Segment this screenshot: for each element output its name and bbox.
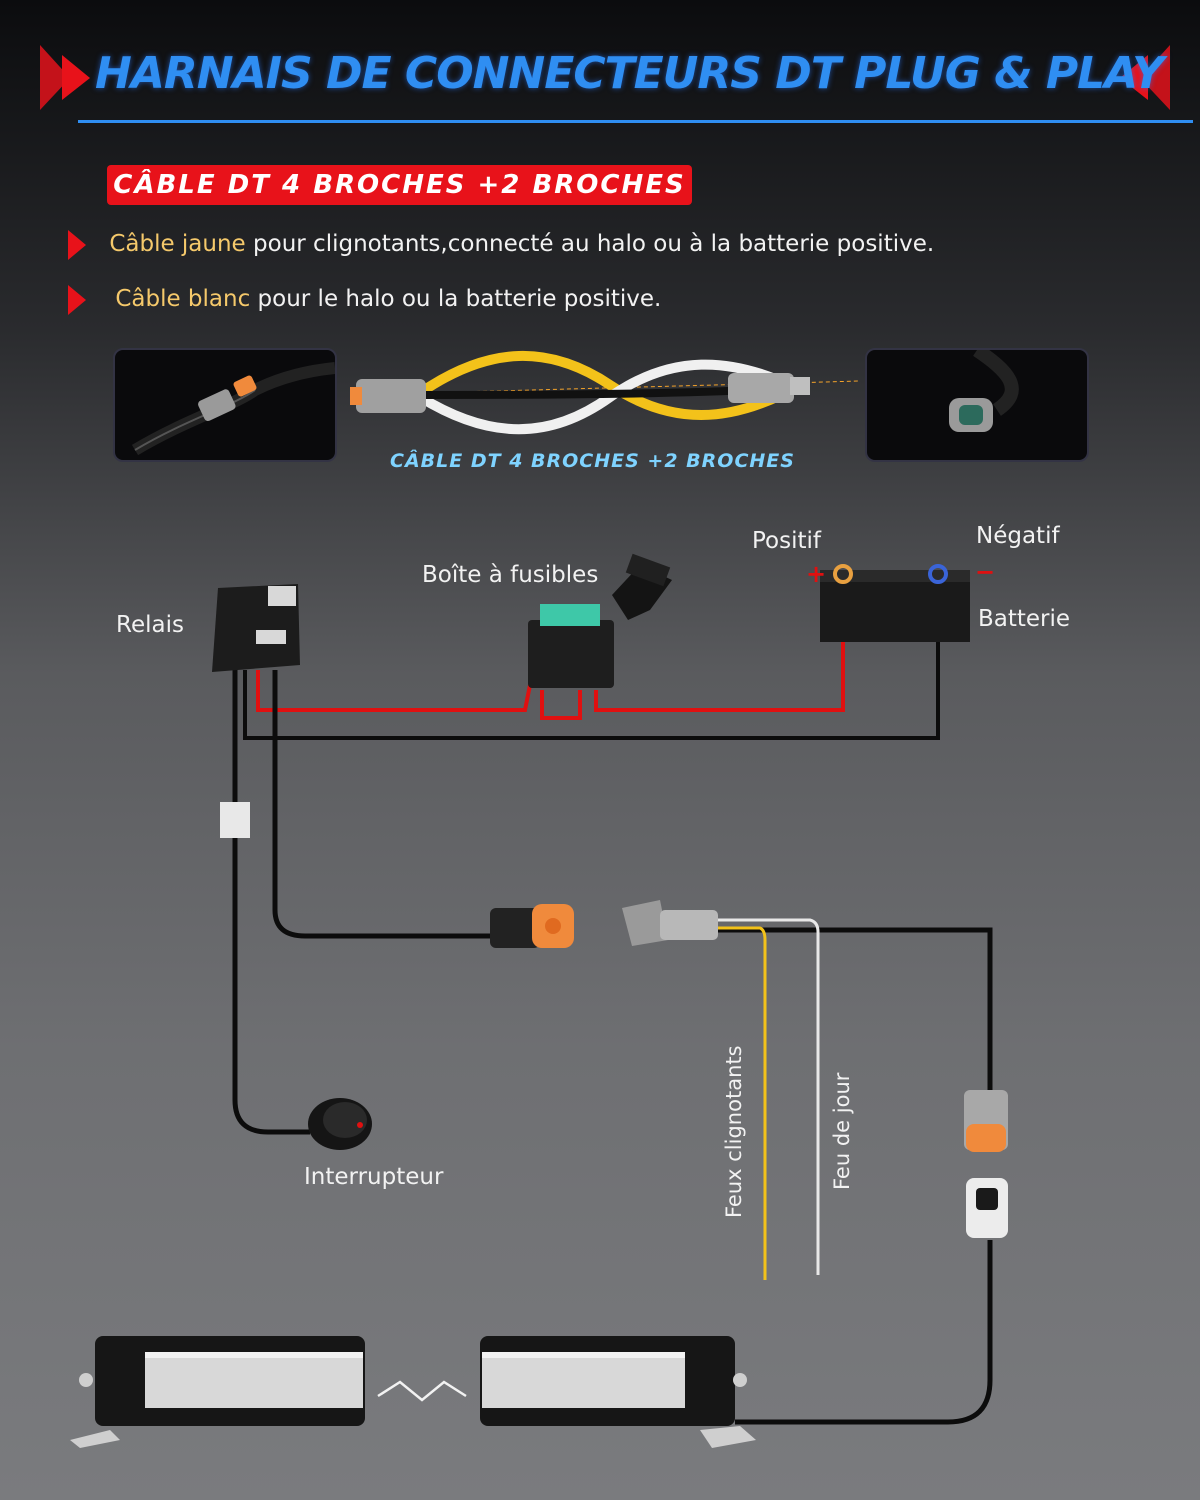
switch-icon (308, 1098, 372, 1150)
bullet-arrow-icon (68, 229, 86, 260)
light-bar-left-icon (70, 1336, 365, 1448)
header-arrows (40, 45, 1170, 110)
harness-black-wire (715, 927, 993, 1090)
right-arrow-icon (1140, 45, 1170, 110)
fuse-box-label: Boîte à fusibles (422, 562, 599, 588)
dt-plug-cable-image (131, 362, 335, 456)
bullet-arrow-icon (68, 284, 86, 315)
bullet-white: Câble blanc pour le halo ou la batterie … (66, 281, 661, 317)
red-wire-relay-fuse (256, 670, 532, 712)
wiring-diagram: + − (70, 553, 1008, 1448)
turn-signals-label: Feux clignotants (722, 1045, 746, 1218)
svg-text:+: + (806, 560, 826, 588)
dt-wire (272, 670, 490, 939)
dt-socket-cable-image (949, 350, 1019, 432)
bullet-yellow: Câble jaune pour clignotants,connecté au… (66, 226, 934, 262)
cable-badge: CÂBLE DT 4 BROCHES +2 BROCHES (107, 165, 692, 205)
inline-connector-icon (220, 802, 250, 838)
relay-icon (212, 584, 300, 672)
red-wire-fuse-loop (540, 690, 582, 720)
svg-text:−: − (975, 558, 995, 586)
bullet-text: pour le halo ou la batterie positive. (250, 286, 662, 312)
connector-photo-left (113, 348, 337, 462)
harness-black-wire-2 (735, 1240, 993, 1425)
battery-icon: + − (806, 558, 995, 642)
switch-label: Interrupteur (304, 1164, 444, 1190)
break-symbol (377, 1380, 467, 1402)
title-underline (78, 120, 1193, 123)
yellow-wire (715, 926, 767, 1280)
red-wire-fuse-battery (594, 600, 845, 712)
dt-connector-vertical-icon (964, 1090, 1008, 1238)
white-wire (715, 918, 820, 1275)
bullet-highlight: Câble blanc (115, 286, 251, 312)
battery-label: Batterie (978, 606, 1071, 632)
bullet-highlight: Câble jaune (109, 231, 246, 257)
light-bar-right-icon (480, 1336, 756, 1448)
dt-female-connector-icon (490, 904, 574, 948)
bullet-text: pour clignotants,connecté au halo ou à l… (245, 231, 935, 257)
right-arrow-icon-2 (1120, 55, 1148, 100)
page-title: HARNAIS DE CONNECTEURS DT PLUG & PLAY (95, 48, 1164, 99)
ground-wire (243, 600, 940, 740)
left-arrow-icon-2 (62, 55, 90, 100)
cable-harness-image (350, 350, 860, 435)
connector-photo-right (865, 348, 1089, 462)
dt-male-connector-icon (622, 900, 718, 946)
positive-label: Positif (752, 528, 821, 554)
negative-label: Négatif (976, 523, 1060, 549)
switch-wire (232, 670, 310, 1135)
fuse-box-icon (528, 553, 672, 688)
cable-caption: CÂBLE DT 4 BROCHES +2 BROCHES (390, 450, 795, 472)
left-arrow-icon (40, 45, 70, 110)
daytime-label: Feu de jour (830, 1072, 854, 1190)
relay-label: Relais (116, 612, 184, 638)
